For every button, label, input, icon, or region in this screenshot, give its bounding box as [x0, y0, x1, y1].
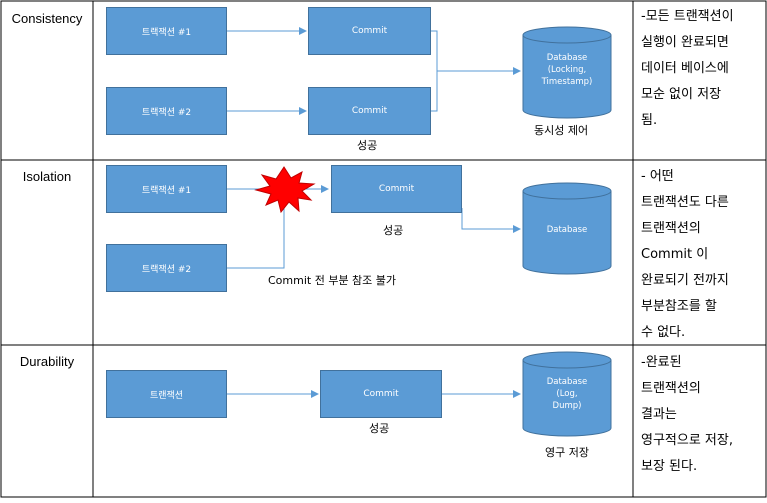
row-header-durability: Durability: [19, 354, 75, 369]
description-line: 트랜잭션의: [641, 221, 701, 236]
description-line: Commit 이: [641, 247, 709, 262]
description-line: 영구적으로 저장,: [641, 433, 733, 448]
transaction-1-box: 트랙잭션 #1: [106, 7, 227, 55]
description-line: 트랜잭션도 다른: [641, 195, 729, 210]
commit-box: Commit: [308, 7, 431, 55]
db-label-isolation: Database: [523, 224, 611, 236]
description-line: 실행이 완료되면: [641, 35, 729, 50]
db-label-line: Database: [546, 377, 588, 387]
db-caption: 동시성 제어: [534, 124, 589, 137]
row-header-consistency: Consistency: [11, 11, 83, 26]
db-cylinder-isolation: [522, 182, 612, 275]
conflict-burst-icon: [254, 166, 316, 214]
db-label-line: (Log,: [556, 389, 578, 399]
row-header-isolation: Isolation: [22, 169, 72, 184]
db-label-line: Database: [546, 53, 588, 63]
description-line: 데이터 베이스에: [641, 61, 729, 76]
description-line: 모순 없이 저장: [641, 87, 722, 102]
description-line: -모든 트랜잭션이: [641, 9, 734, 24]
commit-box: Commit: [331, 165, 462, 213]
db-label-consistency: Database (Locking, Timestamp): [523, 52, 611, 88]
success-label: 성공: [357, 139, 378, 152]
description-line: 보장 된다.: [641, 459, 698, 474]
success-label: 성공: [383, 224, 404, 237]
transaction-1-box: 트랙잭션 #1: [106, 165, 227, 213]
description-line: 됨.: [641, 113, 658, 128]
description-line: 완료되기 전까지: [641, 273, 729, 288]
description-isolation: - 어떤 트랜잭션도 다른 트랜잭션의 Commit 이 완료되기 전까지 부분…: [641, 164, 763, 346]
db-cylinder-durability: [522, 351, 612, 437]
db-caption: 영구 저장: [545, 446, 589, 459]
db-label-durability: Database (Log, Dump): [523, 376, 611, 412]
db-label-line: (Locking,: [547, 65, 587, 75]
db-label-line: Dump): [552, 401, 582, 411]
isolation-connectors: [227, 185, 521, 269]
commit-box: Commit: [308, 87, 431, 135]
description-line: - 어떤: [641, 169, 674, 184]
transaction-2-box: 트랙잭션 #2: [106, 87, 227, 135]
description-consistency: -모든 트랜잭션이 실행이 완료되면 데이터 베이스에 모순 없이 저장 됨.: [641, 4, 763, 134]
db-label-line: Timestamp): [541, 77, 593, 87]
db-cylinder-consistency: [522, 26, 612, 119]
transaction-box: 트랜잭션: [106, 370, 227, 418]
description-line: 트랜잭션의: [641, 381, 701, 396]
consistency-connectors: [227, 27, 521, 115]
description-line: 수 없다.: [641, 325, 686, 340]
description-durability: -완료된 트랜잭션의 결과는 영구적으로 저장, 보장 된다.: [641, 350, 763, 480]
description-line: 결과는: [641, 407, 677, 422]
transaction-2-box: 트랙잭션 #2: [106, 244, 227, 292]
description-line: -완료된: [641, 355, 682, 370]
commit-box: Commit: [320, 370, 442, 418]
success-label: 성공: [369, 422, 390, 435]
partial-reference-note: Commit 전 부분 참조 불가: [268, 274, 397, 287]
description-line: 부분참조를 할: [641, 299, 717, 314]
db-label-line: Database: [546, 225, 588, 235]
